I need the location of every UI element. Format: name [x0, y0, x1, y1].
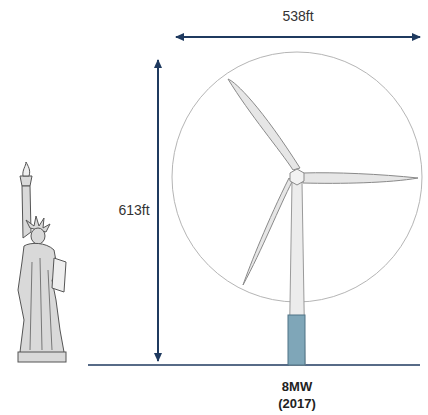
dimension-label: 613ft [118, 203, 149, 217]
ground-line [88, 364, 420, 366]
blade [228, 79, 300, 170]
height-dimension [157, 60, 159, 361]
statue-of-liberty [18, 162, 66, 362]
tower-base [288, 315, 305, 365]
turbine-caption: 8MW [282, 380, 312, 393]
hub [290, 169, 304, 185]
blade [303, 173, 418, 184]
blade [243, 178, 292, 285]
width-dimension [176, 36, 420, 38]
turbine-caption: (2017) [278, 397, 316, 410]
tower [289, 182, 305, 365]
dimension-label: 538ft [282, 9, 313, 23]
